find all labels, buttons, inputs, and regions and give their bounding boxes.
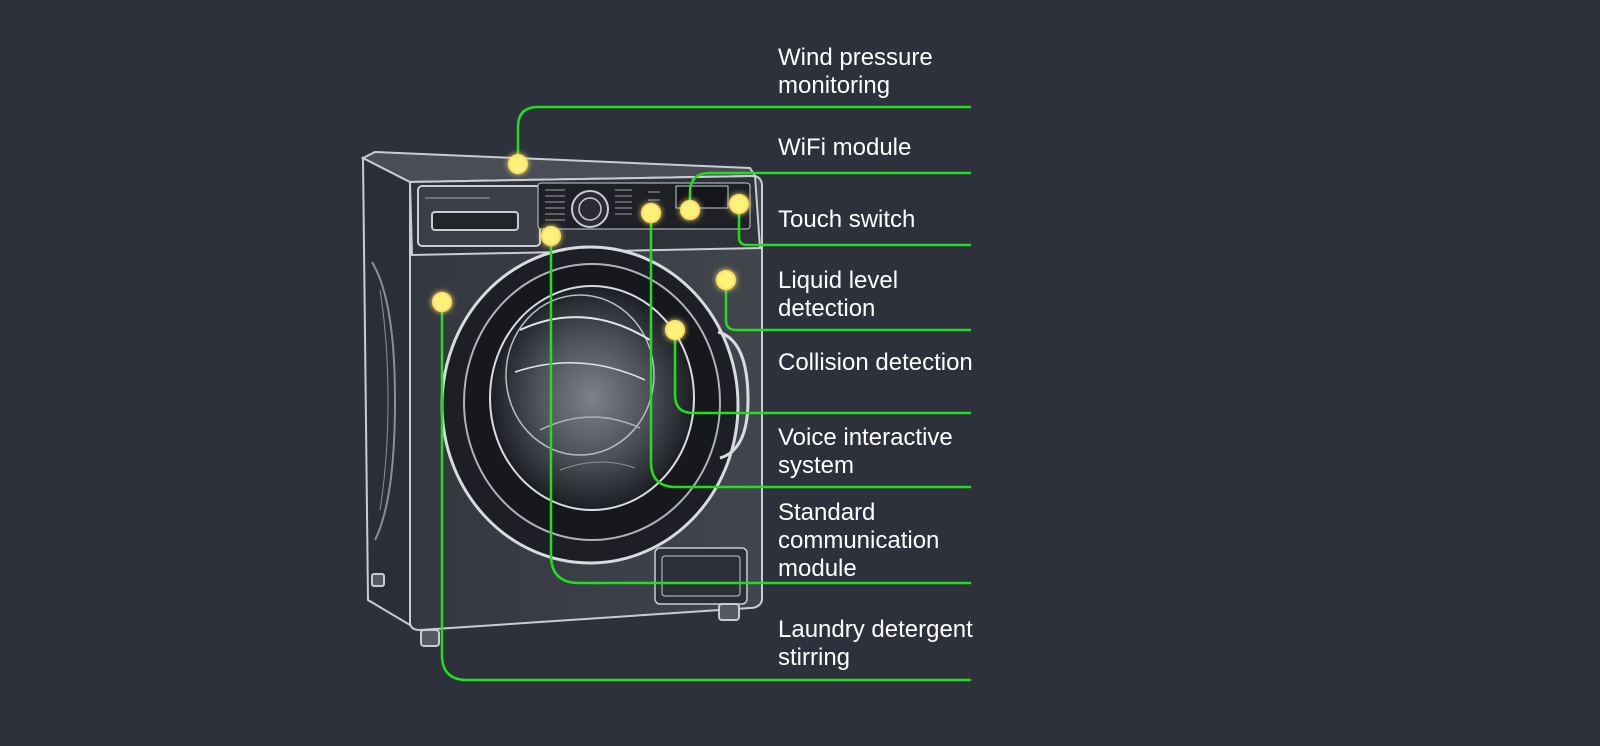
label-line: communication bbox=[778, 527, 940, 554]
label-line: module bbox=[778, 555, 857, 582]
leader-line-liquid-level-detection bbox=[724, 278, 972, 332]
marker-liquid-level-detection bbox=[716, 270, 736, 290]
label-line: detection bbox=[778, 295, 876, 322]
leader-line-touch-switch bbox=[737, 202, 972, 247]
leader-line-standard-communication-module bbox=[549, 234, 972, 585]
marker-wind-pressure-monitoring bbox=[508, 154, 528, 174]
washing-machine-illustration bbox=[360, 150, 763, 647]
label-voice-interactive-system: Voice interactive system bbox=[778, 424, 953, 480]
marker-wifi-module bbox=[680, 200, 700, 220]
label-wifi-module: WiFi module bbox=[778, 134, 911, 162]
leader-line-voice-interactive-system bbox=[649, 211, 972, 489]
leader-line-wind-pressure-monitoring bbox=[516, 105, 972, 166]
leader-line-laundry-detergent-stirring bbox=[440, 300, 972, 682]
sensor-markers bbox=[432, 154, 749, 340]
label-line: Liquid level bbox=[778, 267, 899, 294]
marker-voice-interactive-system bbox=[641, 203, 661, 223]
label-collision-detection: Collision detection bbox=[778, 349, 973, 377]
leader-lines bbox=[440, 105, 972, 682]
label-wind-pressure-monitoring: Wind pressure monitoring bbox=[778, 44, 933, 100]
label-line: Laundry detergent bbox=[778, 616, 973, 643]
marker-laundry-detergent-stirring bbox=[432, 292, 452, 312]
leader-line-collision-detection bbox=[673, 328, 972, 415]
label-laundry-detergent-stirring: Laundry detergent stirring bbox=[778, 616, 973, 672]
marker-touch-switch bbox=[729, 194, 749, 214]
label-standard-communication-module: Standard communication module bbox=[778, 499, 939, 583]
label-line: Collision detection bbox=[778, 349, 973, 376]
marker-collision-detection bbox=[665, 320, 685, 340]
label-liquid-level-detection: Liquid level detection bbox=[778, 267, 898, 323]
label-line: Standard bbox=[778, 499, 876, 526]
label-line: WiFi module bbox=[778, 134, 912, 161]
label-line: Wind pressure bbox=[778, 44, 933, 71]
label-line: system bbox=[778, 452, 855, 479]
leader-line-wifi-module bbox=[688, 171, 972, 212]
label-line: Touch switch bbox=[778, 206, 916, 233]
label-line: monitoring bbox=[778, 72, 891, 99]
label-line: Voice interactive bbox=[778, 424, 953, 451]
label-touch-switch: Touch switch bbox=[778, 206, 915, 234]
label-line: stirring bbox=[778, 644, 851, 671]
marker-standard-communication-module bbox=[541, 226, 561, 246]
